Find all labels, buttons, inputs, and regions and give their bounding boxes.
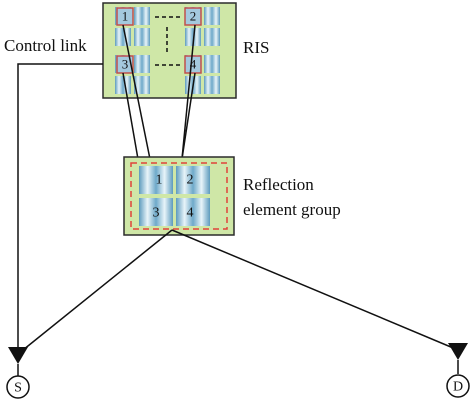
group-element-3	[139, 198, 173, 226]
ris-element-3-highlight	[116, 55, 134, 74]
ris-element-2-highlight	[184, 7, 202, 26]
reflection-group-panel: 1 2 3 4	[123, 156, 235, 236]
group-element-2-label: 2	[187, 173, 194, 188]
ris-element-1-highlight	[116, 7, 134, 26]
source-label: S	[14, 381, 22, 396]
ris-element-1-label: 1	[122, 9, 129, 24]
destination-antenna-icon	[448, 343, 468, 374]
ris-label: RIS	[243, 38, 269, 57]
group-element-1-label: 1	[156, 173, 163, 188]
ris-element-2-label: 2	[190, 9, 197, 24]
reflection-label-line2: element group	[243, 200, 341, 219]
ris-element-3-label: 3	[122, 57, 129, 72]
source-antenna-icon	[8, 347, 28, 376]
group-element-1	[139, 166, 173, 194]
link-to-destination	[171, 229, 459, 351]
ris-element-4-label: 4	[190, 57, 197, 72]
group-element-3-label: 3	[153, 206, 160, 221]
group-element-4	[176, 198, 210, 226]
ris-element-4-highlight	[184, 55, 202, 74]
ris-panel: 1 2 3 4	[102, 2, 237, 99]
reflection-label-line1: Reflection	[243, 175, 314, 194]
group-element-2	[176, 166, 210, 194]
group-dashed-border	[130, 162, 228, 230]
source-node	[6, 375, 30, 399]
control-link-label: Control link	[4, 36, 87, 55]
link-to-source	[17, 229, 173, 355]
control-link-line	[17, 63, 103, 348]
arrow-1	[122, 24, 156, 171]
group-element-4-label: 4	[187, 206, 194, 221]
destination-label: D	[453, 380, 463, 395]
destination-node	[446, 374, 470, 398]
